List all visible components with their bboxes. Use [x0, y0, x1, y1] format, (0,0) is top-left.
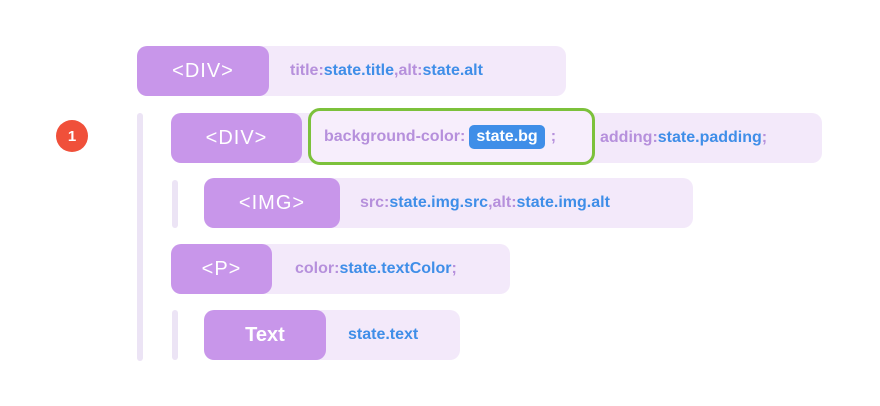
prop-key: alt:: [398, 62, 423, 79]
prop-value: state.img.alt: [516, 194, 610, 211]
prop-key: src:: [360, 194, 390, 211]
prop-key: color:: [295, 260, 340, 277]
tree-guide-line: [137, 113, 143, 361]
prop-value: state.img.src: [389, 194, 489, 211]
highlighted-value: state.bg: [469, 124, 545, 149]
tree-guide-line: [172, 310, 178, 360]
div-props: title: state.title , alt: state.alt: [240, 46, 566, 96]
div-tag: <DIV>: [171, 113, 302, 163]
prop-key: alt:: [492, 194, 517, 211]
prop-value: state.title: [323, 62, 395, 79]
step-number-badge: 1: [56, 120, 88, 152]
prop-sep: ;: [550, 127, 557, 145]
text-node: Text: [204, 310, 326, 360]
prop-sep: ;: [451, 260, 457, 277]
prop-key: background-color:: [324, 127, 466, 145]
tree-guide-line: [172, 180, 178, 228]
prop-value: state.padding: [657, 129, 762, 146]
p-props: color: state.textColor ;: [240, 244, 510, 294]
prop-key: adding:: [600, 129, 658, 146]
text-props: state.text: [300, 310, 460, 360]
prop-sep: ,: [394, 62, 399, 79]
prop-key: title:: [290, 62, 324, 79]
prop-value: state.text: [348, 326, 419, 343]
prop-sep: ;: [761, 129, 768, 146]
highlighted-prop: background-color: state.bg ;: [308, 108, 595, 165]
prop-value: state.textColor: [339, 260, 452, 277]
img-tag: <IMG>: [204, 178, 340, 228]
p-tag: <P>: [171, 244, 272, 294]
prop-sep: ,: [488, 194, 493, 211]
prop-value: state.alt: [422, 62, 483, 79]
img-props: src: state.img.src , alt: state.img.alt: [300, 178, 693, 228]
div-tag: <DIV>: [137, 46, 269, 96]
